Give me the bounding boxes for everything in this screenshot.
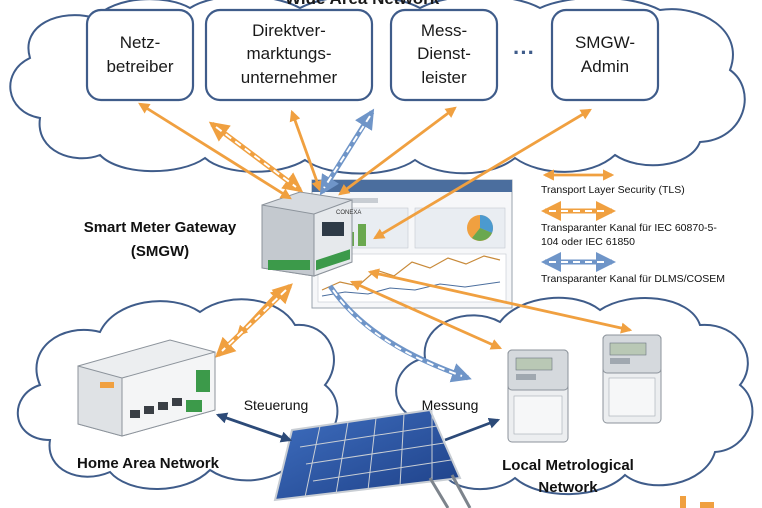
wan-ellipsis: ··· [513,40,535,65]
messung-arrow [444,417,501,442]
smgw-label-line2: (SMGW) [131,243,189,260]
box-smgw-admin[interactable]: SMGW- Admin [550,8,660,102]
box-netzbetreiber-line2: betreiber [106,57,173,76]
svg-text:CONEXA: CONEXA [336,210,361,216]
home-controller-device[interactable] [77,339,216,437]
steuerung-label: Steuerung [244,397,309,413]
box-direktver-line3: unternehmer [241,68,338,87]
electricity-meter-1[interactable] [507,349,569,443]
lmn-label-line2: Network [538,479,598,496]
smgw-label-line1: Smart Meter Gateway [84,219,237,236]
box-smgw-admin-line2: Admin [581,57,629,76]
electricity-meter-2[interactable] [602,334,662,424]
smart-meter-gateway-device[interactable]: CONEXA [261,191,361,277]
box-mess-line3: leister [421,68,467,87]
legend-dlms-label: Transparanter Kanal für DLMS/COSEM [541,273,725,285]
box-direktver-line1: Direktver- [252,21,326,40]
tls-arrow-lmn-meter2 [367,268,633,334]
box-messdienstleister[interactable]: Mess- Dienst- leister [389,8,499,102]
tls-arrow-smgw-admin [373,108,592,240]
iec-channel-arrows [208,121,304,358]
legend-tls-label: Transport Layer Security (TLS) [541,184,685,196]
box-netzbetreiber[interactable]: Netz- betreiber [85,8,195,102]
box-mess-line1: Mess- [421,21,467,40]
messung-label: Messung [422,397,479,413]
legend-iec-label-line1: Transparanter Kanal für IEC 60870-5- [541,222,717,234]
legend-iec-label-line2: 104 oder IEC 61850 [541,236,635,248]
corner-mark-2 [700,502,714,508]
corner-mark [680,496,686,508]
box-netzbetreiber-line1: Netz- [120,33,161,52]
han-label: Home Area Network [77,455,220,472]
lmn-label-line1: Local Metrological [502,457,634,474]
box-smgw-admin-line1: SMGW- [575,33,635,52]
solar-panel [273,408,472,508]
box-direktvermarktungsunternehmer[interactable]: Direktver- marktungs- unternehmer [204,8,374,102]
box-mess-line2: Dienst- [417,44,471,63]
box-direktver-line2: marktungs- [246,44,331,63]
steuerung-arrow [215,412,293,443]
wan-title: Wide Area Network [285,0,440,8]
legend: Transport Layer Security (TLS) Transpara… [541,169,725,285]
dlms-channel-arrows [319,108,472,383]
